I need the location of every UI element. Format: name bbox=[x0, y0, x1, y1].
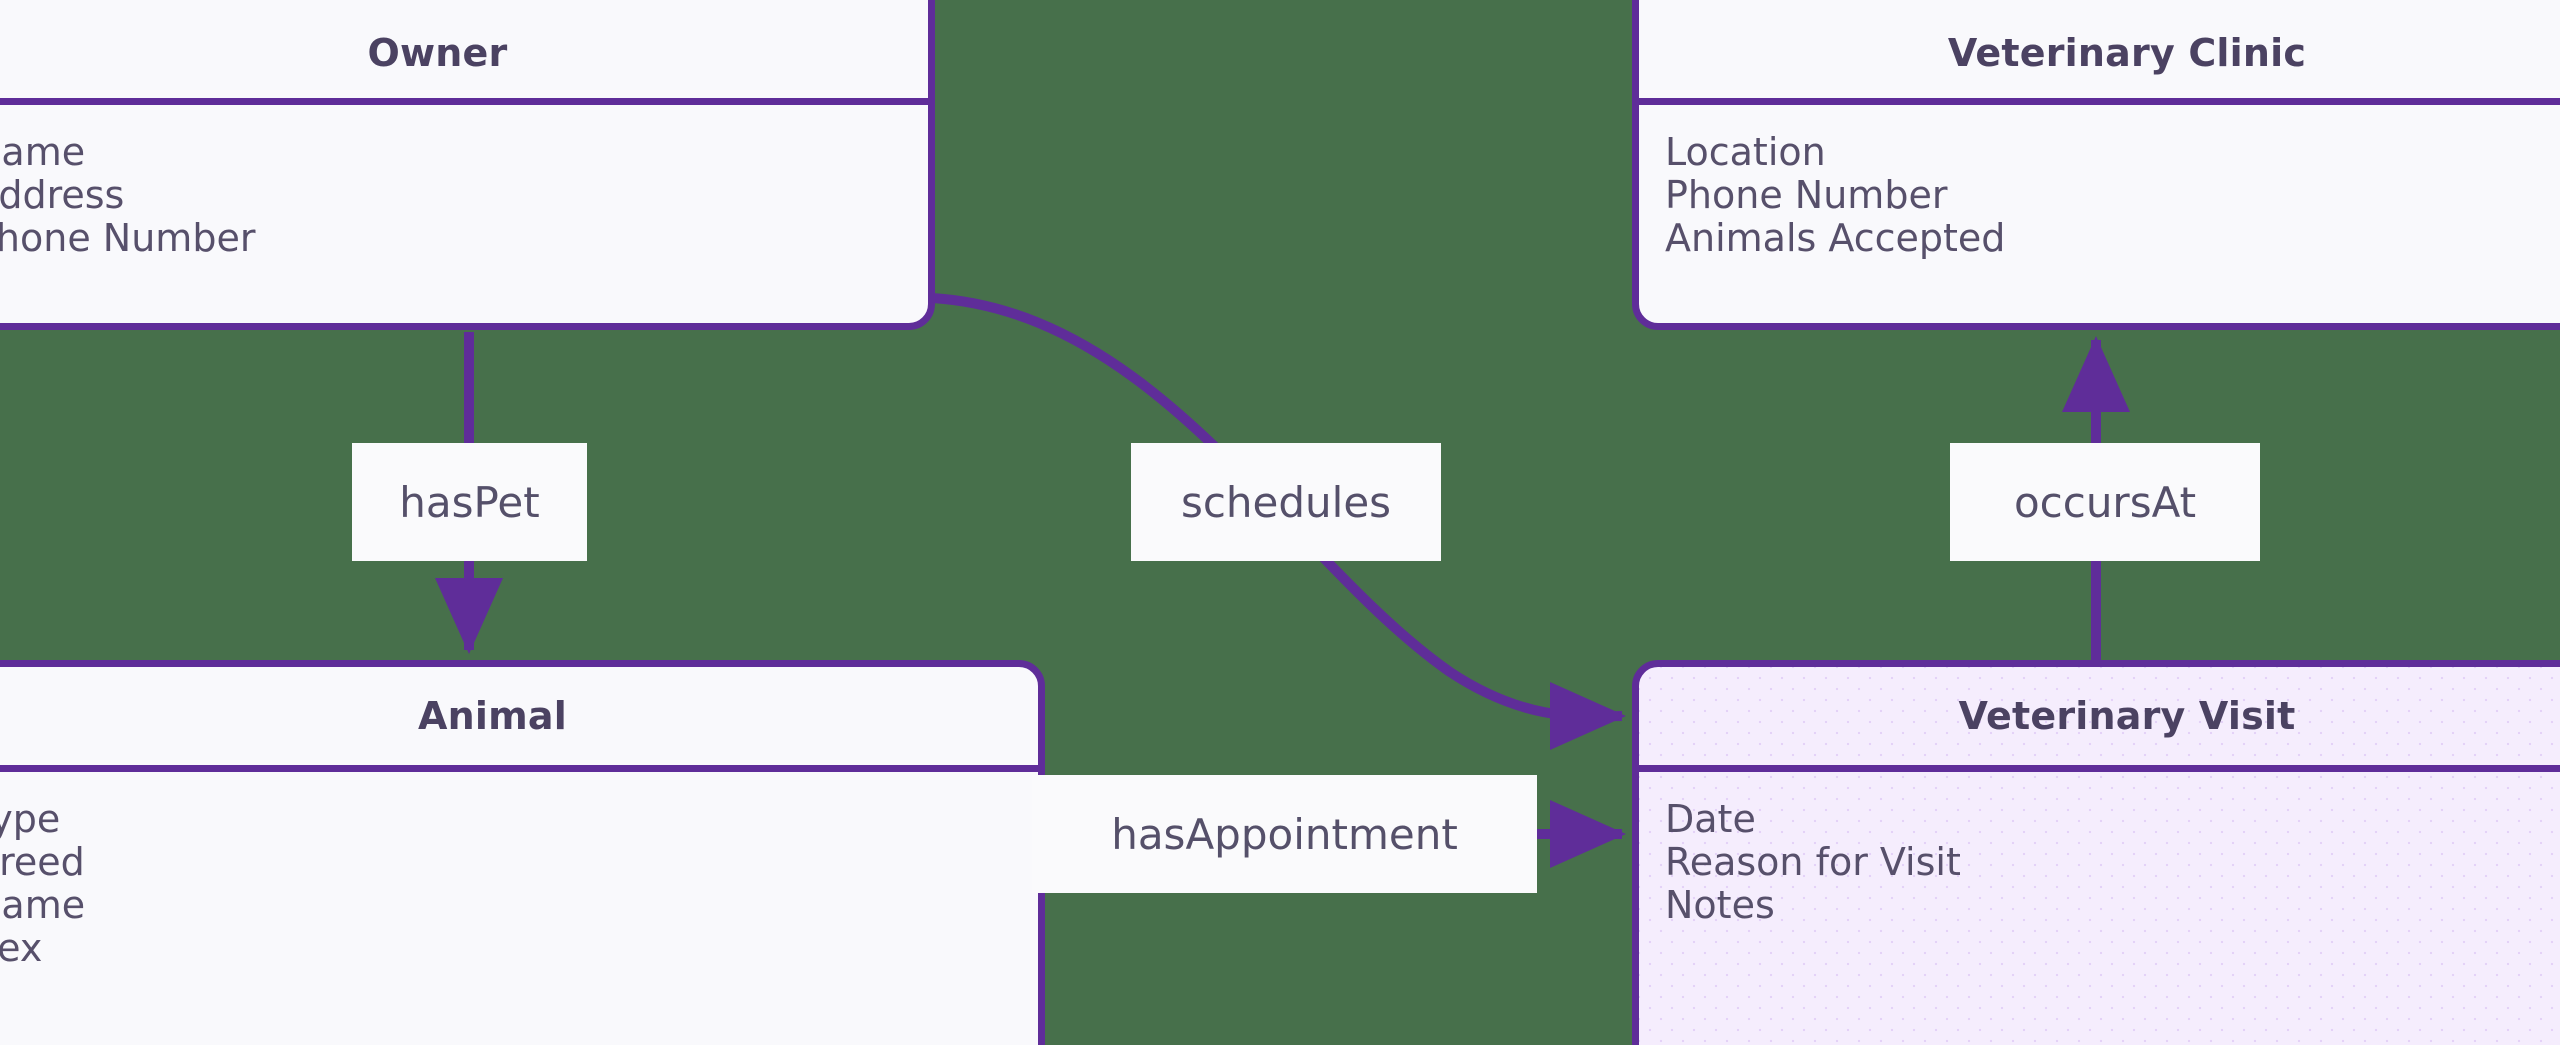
entity-animal[interactable]: Animal Type Breed Name Sex bbox=[0, 660, 1045, 1045]
attribute-row: Type bbox=[0, 797, 61, 841]
attribute-row: Location bbox=[1665, 130, 1826, 174]
attribute-row: Phone Number bbox=[1665, 172, 1948, 217]
entity-animal-header: Animal bbox=[0, 667, 1038, 772]
attribute-row: Sex bbox=[0, 925, 43, 970]
entity-veterinary-visit[interactable]: Veterinary Visit Date Reason for Visit N… bbox=[1632, 660, 2560, 1045]
relationship-label-occursat-text: occursAt bbox=[2013, 477, 2197, 527]
entity-owner-attributes: Name Address Phone Number bbox=[0, 105, 928, 323]
entity-veterinary-visit-title: Veterinary Visit bbox=[1958, 694, 2296, 738]
attribute-row: Reason for Visit bbox=[1665, 839, 1961, 884]
attribute-row: Name bbox=[0, 130, 86, 174]
relationship-label-haspet[interactable]: hasPet bbox=[352, 443, 587, 561]
entity-veterinary-clinic-header: Veterinary Clinic bbox=[1639, 0, 2560, 105]
entity-owner-title: Owner bbox=[367, 30, 508, 75]
attribute-row: Address bbox=[0, 172, 125, 217]
entity-animal-title: Animal bbox=[418, 694, 567, 738]
entity-veterinary-visit-header: Veterinary Visit bbox=[1639, 667, 2560, 772]
entity-veterinary-clinic-title: Veterinary Clinic bbox=[1947, 30, 2307, 75]
attribute-row: Name bbox=[0, 882, 86, 927]
entity-veterinary-clinic-attributes: Location Phone Number Animals Accepted bbox=[1639, 105, 2560, 323]
entity-owner-header: Owner bbox=[0, 0, 928, 105]
attribute-row: Animals Accepted bbox=[1665, 215, 2006, 260]
entity-veterinary-visit-attributes: Date Reason for Visit Notes bbox=[1639, 772, 2560, 1045]
attribute-row: Breed bbox=[0, 839, 85, 884]
relationship-label-schedules[interactable]: schedules bbox=[1131, 443, 1441, 561]
relationship-label-schedules-text: schedules bbox=[1180, 477, 1392, 527]
relationship-label-hasappointment[interactable]: hasAppointment bbox=[1032, 775, 1537, 893]
entity-owner[interactable]: Owner Name Address Phone Number bbox=[0, 0, 935, 330]
attribute-row: Phone Number bbox=[0, 215, 256, 260]
relationship-label-haspet-text: hasPet bbox=[399, 477, 540, 527]
relationship-label-occursat[interactable]: occursAt bbox=[1950, 443, 2260, 561]
attribute-row: Notes bbox=[1665, 882, 1775, 927]
entity-veterinary-clinic[interactable]: Veterinary Clinic Location Phone Number … bbox=[1632, 0, 2560, 330]
relationship-label-hasappointment-text: hasAppointment bbox=[1111, 809, 1458, 859]
attribute-row: Date bbox=[1665, 797, 1756, 841]
entity-animal-attributes: Type Breed Name Sex bbox=[0, 772, 1038, 1045]
